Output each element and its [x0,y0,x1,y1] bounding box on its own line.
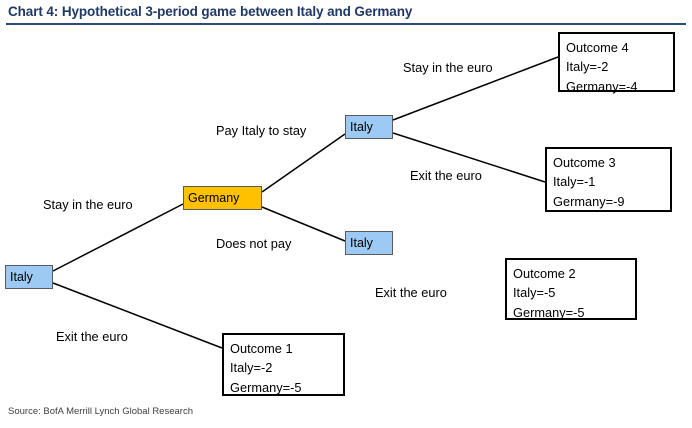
edge-label-pay-italy-to-stay: Pay Italy to stay [216,123,307,138]
node-italy-root-label: Italy [10,269,33,284]
edge-label-exit-euro-root: Exit the euro [56,329,128,344]
outcome-box-3[interactable]: Outcome 3 Italy=-1 Germany=-9 [545,147,672,212]
outcome-3-italy-payoff: Italy=-1 [553,174,596,190]
edge-label-stay-in-euro-upper: Stay in the euro [403,60,493,75]
outcome-box-1[interactable]: Outcome 1 Italy=-2 Germany=-5 [222,333,345,396]
outcome-4-germany-payoff: Germany=-4 [566,78,638,94]
outcome-3-germany-payoff: Germany=-9 [553,193,625,209]
source-note: Source: BofA Merrill Lynch Global Resear… [8,406,193,417]
node-italy-pay-branch-label: Italy [350,119,373,134]
outcome-1-germany-payoff: Germany=-5 [230,379,302,395]
title-divider [6,23,686,25]
edge-label-does-not-pay: Does not pay [216,236,292,251]
node-italy-root[interactable]: Italy [5,265,53,289]
outcome-2-italy-payoff: Italy=-5 [513,285,556,301]
edge-label-exit-euro-lower: Exit the euro [375,285,447,300]
outcome-4-italy-payoff: Italy=-2 [566,59,609,75]
edge-label-exit-euro-upper: Exit the euro [410,168,482,183]
node-italy-pay-branch[interactable]: Italy [345,115,393,139]
edge-germany-to-italypay [261,133,346,193]
node-germany-label: Germany [188,190,240,205]
outcome-box-2[interactable]: Outcome 2 Italy=-5 Germany=-5 [505,258,637,320]
edge-italyroot-to-germany [52,203,184,272]
node-italy-nopay-branch[interactable]: Italy [345,231,393,255]
outcome-box-4[interactable]: Outcome 4 Italy=-2 Germany=-4 [558,32,675,94]
node-italy-nopay-branch-label: Italy [350,235,373,250]
outcome-1-title: Outcome 1 [230,341,293,356]
outcome-2-germany-payoff: Germany=-5 [513,304,585,320]
node-germany[interactable]: Germany [183,186,262,210]
outcome-4-title: Outcome 4 [566,40,629,55]
edge-label-stay-in-euro-root: Stay in the euro [43,197,133,212]
page-title: Chart 4: Hypothetical 3-period game betw… [8,4,413,19]
outcome-2-title: Outcome 2 [513,266,576,281]
outcome-1-italy-payoff: Italy=-2 [230,360,273,376]
outcome-3-title: Outcome 3 [553,155,616,170]
